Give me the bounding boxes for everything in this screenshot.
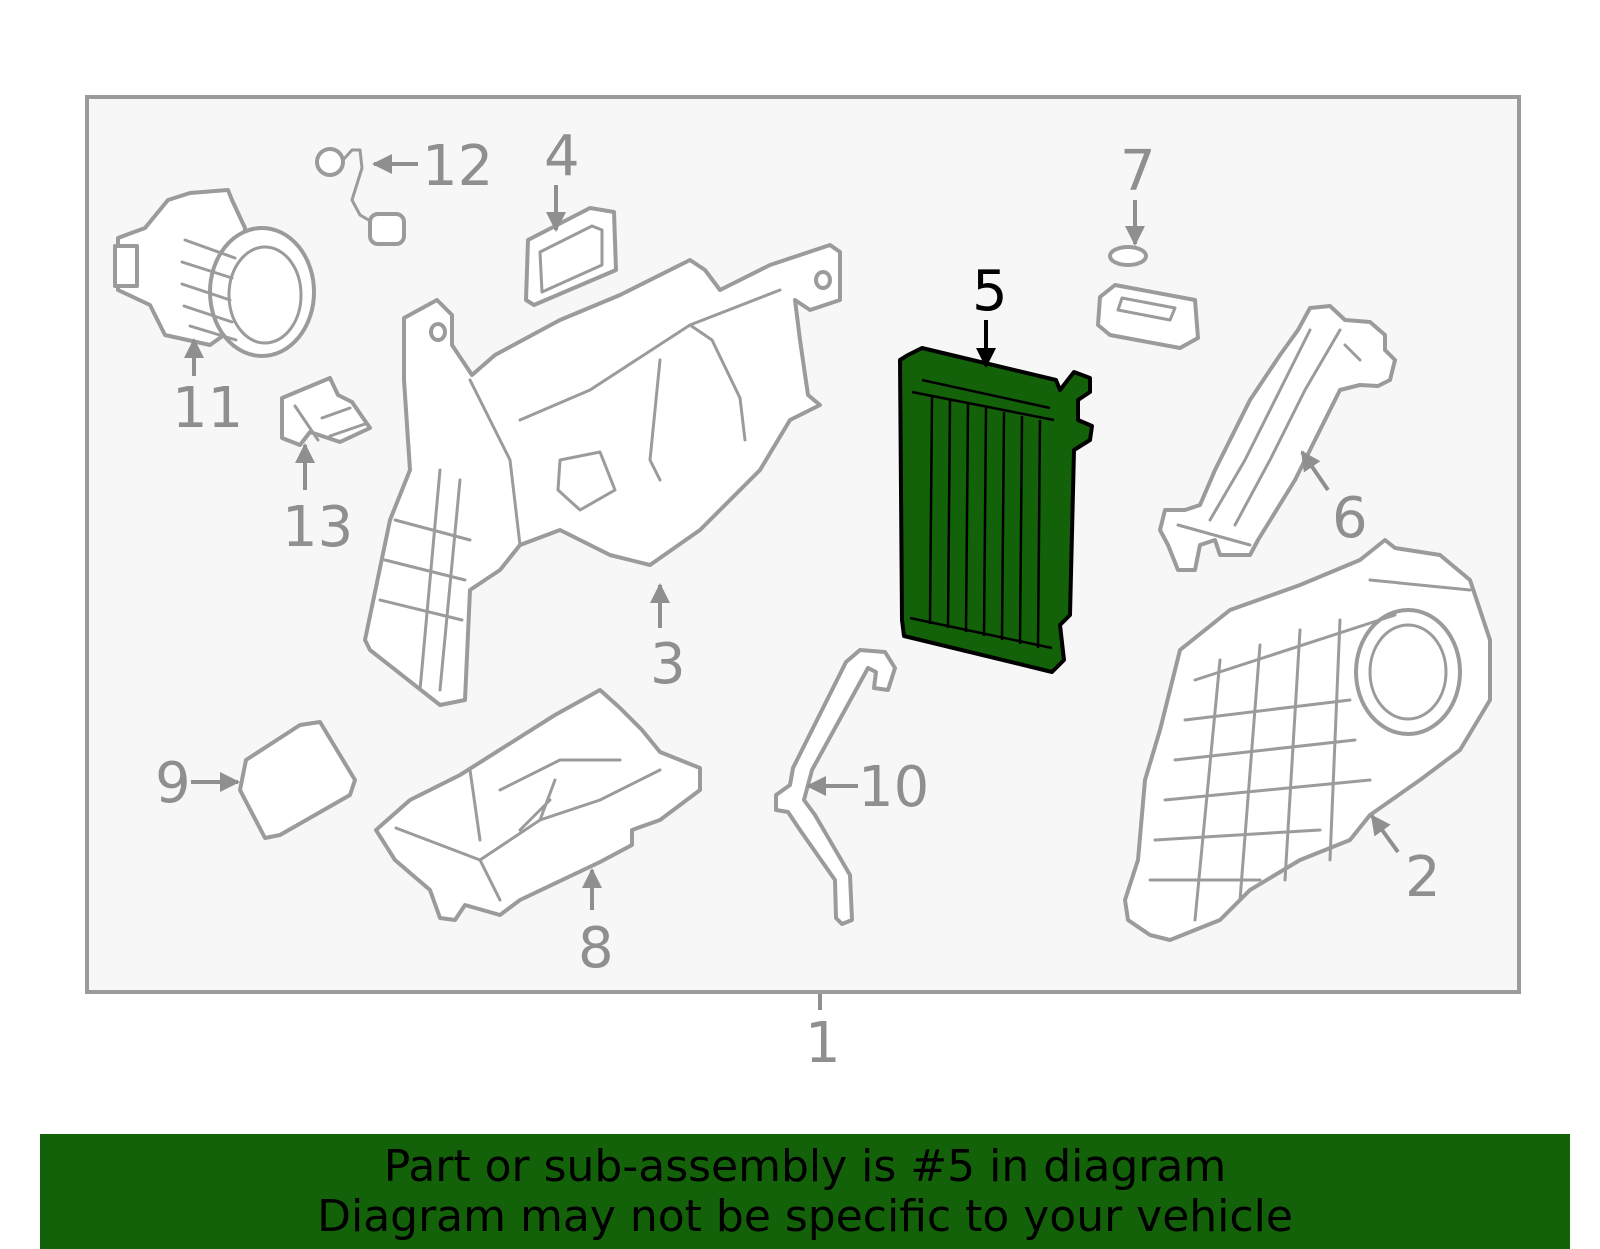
callout-6: 6 <box>1332 486 1368 551</box>
callout-12: 12 <box>422 134 493 199</box>
callout-13: 13 <box>282 495 353 560</box>
part-10-drain-tube[interactable] <box>774 648 897 926</box>
callout-7: 7 <box>1120 139 1156 204</box>
callout-1: 1 <box>805 1011 841 1076</box>
part-3-case-half[interactable] <box>363 243 842 707</box>
part-4-gasket[interactable] <box>524 206 618 307</box>
banner-line-2: Diagram may not be specific to your vehi… <box>317 1191 1293 1242</box>
callout-10: 10 <box>858 755 929 820</box>
callout-5: 5 <box>972 259 1008 324</box>
part-5-heater-core[interactable] <box>898 346 1094 674</box>
part-6-duct[interactable] <box>1158 304 1397 572</box>
part-8-lower-case[interactable] <box>374 688 702 922</box>
info-banner: Part or sub-assembly is #5 in diagram Di… <box>40 1134 1570 1249</box>
callout-3: 3 <box>650 632 686 697</box>
part-13-actuator[interactable] <box>280 376 372 447</box>
callout-11: 11 <box>172 376 243 441</box>
callout-8: 8 <box>578 916 614 981</box>
part-11-blower-motor[interactable] <box>113 188 316 358</box>
callout-4: 4 <box>544 124 580 189</box>
part-7-valve-block[interactable] <box>1096 283 1200 350</box>
callout-2: 2 <box>1405 845 1441 910</box>
banner-line-1: Part or sub-assembly is #5 in diagram <box>383 1141 1227 1192</box>
part-12-wire-harness[interactable] <box>315 147 406 246</box>
leader-lines <box>184 154 1400 1010</box>
part-2-case-half[interactable] <box>1123 538 1492 942</box>
part-9-filter-door[interactable] <box>238 720 357 840</box>
part-7-o-ring[interactable] <box>1108 245 1148 267</box>
callout-9: 9 <box>155 751 191 816</box>
